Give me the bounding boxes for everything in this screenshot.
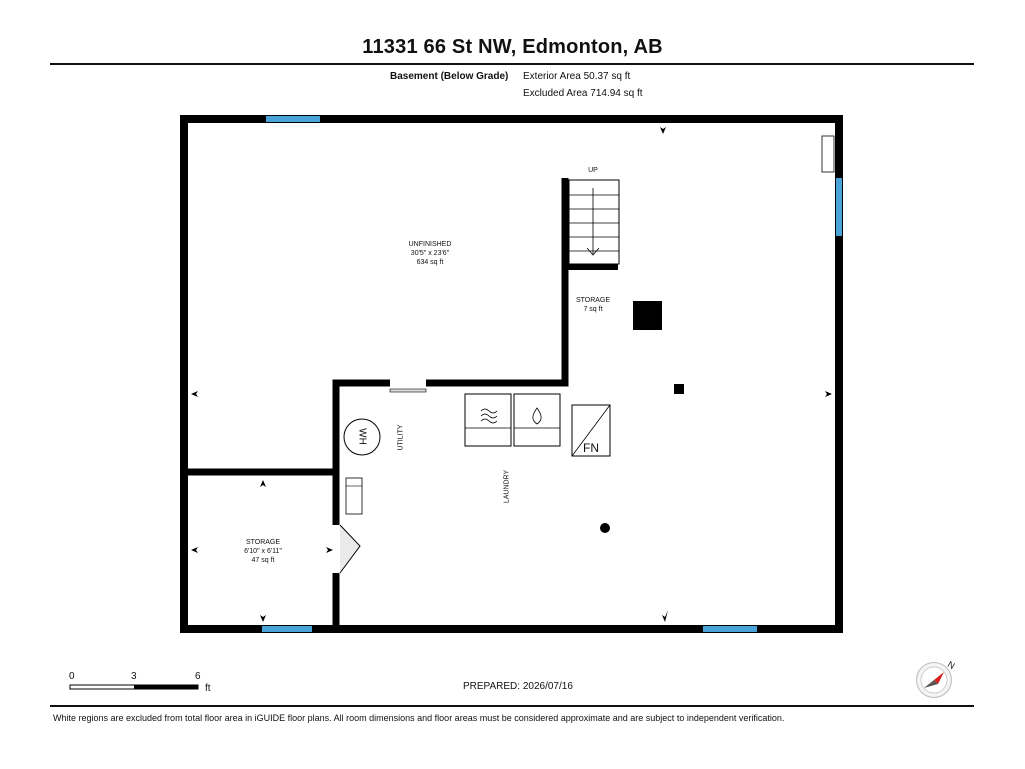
page-title: 11331 66 St NW, Edmonton, AB <box>362 36 663 58</box>
exterior-area: Exterior Area 50.37 sq ft <box>523 71 631 82</box>
compass-icon <box>916 662 952 698</box>
stairs-label: UP <box>588 167 598 174</box>
floor-drain <box>600 523 610 533</box>
window <box>836 178 842 236</box>
washer <box>464 393 512 447</box>
door-frame <box>389 388 427 393</box>
scale-unit: ft <box>205 683 211 694</box>
scale-tick-6: 6 <box>195 671 201 682</box>
room-label-storage: STORAGE 6'10" x 6'11" 47 sq ft <box>244 539 282 564</box>
electrical-panel <box>345 477 363 515</box>
scale-bar <box>69 684 199 690</box>
door-opening <box>332 525 340 573</box>
column <box>633 301 662 330</box>
door-swing <box>339 524 361 574</box>
scale-tick-0: 0 <box>69 671 75 682</box>
stairs <box>568 179 620 265</box>
scale-tick-3: 3 <box>131 671 137 682</box>
window <box>703 626 757 632</box>
door-opening <box>390 379 426 387</box>
dryer <box>513 393 561 447</box>
disclaimer: White regions are excluded from total fl… <box>53 713 785 723</box>
prepared-date: PREPARED: 2026/07/16 <box>463 681 573 692</box>
furnace-label: FN <box>583 441 599 455</box>
interior-wall <box>332 178 569 632</box>
furnace <box>571 404 611 457</box>
window <box>266 116 320 122</box>
room-label-utility: UTILITY <box>397 424 405 451</box>
room-label-laundry: LAUNDRY <box>503 469 511 504</box>
electrical-panel <box>821 135 835 173</box>
water-heater-label: WH <box>356 428 368 445</box>
header-divider <box>50 63 974 65</box>
window <box>262 626 312 632</box>
column <box>674 384 684 394</box>
excluded-area: Excluded Area 714.94 sq ft <box>523 88 643 99</box>
exterior-wall <box>180 115 843 633</box>
room-label-storage-small: STORAGE 7 sq ft <box>575 297 611 313</box>
dimension-markers <box>191 127 832 622</box>
footer-divider <box>50 705 974 707</box>
water-heater <box>343 418 381 456</box>
floor-label: Basement (Below Grade) <box>390 71 509 82</box>
room-label-unfinished: UNFINISHED 30'5" x 23'6" 634 sq ft <box>408 241 452 266</box>
